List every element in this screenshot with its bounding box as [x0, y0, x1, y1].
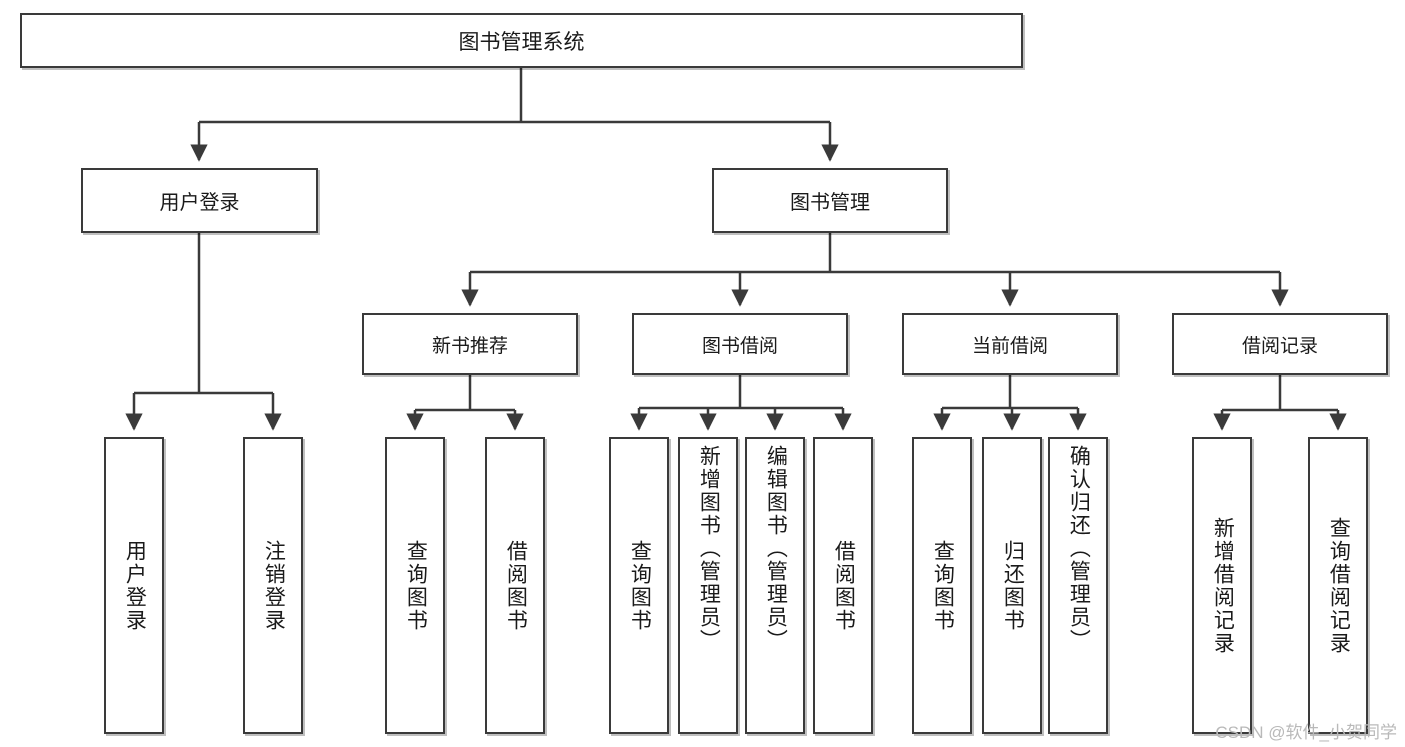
node-borrow-record-label: 借阅记录 [1241, 335, 1318, 357]
leaf-label: 编辑图书（管理员） [764, 445, 788, 652]
leaf-label: 借阅图书 [504, 539, 528, 632]
node-book-borrow[interactable]: 图书借阅 [632, 313, 848, 375]
leaf-label: 查询借阅记录 [1327, 516, 1351, 655]
leaf-node[interactable]: 用户登录 [104, 437, 164, 734]
leaf-label: 新增借阅记录 [1211, 516, 1235, 655]
leaf-node[interactable]: 归还图书 [982, 437, 1042, 734]
leaf-label: 借阅图书 [832, 539, 856, 632]
node-current-borrow-label: 当前借阅 [971, 335, 1048, 357]
node-book-management[interactable]: 图书管理 [712, 168, 948, 233]
leaf-node[interactable]: 借阅图书 [813, 437, 873, 734]
leaf-node[interactable]: 查询图书 [385, 437, 445, 734]
leaf-node[interactable]: 查询图书 [912, 437, 972, 734]
leaf-node[interactable]: 编辑图书（管理员） [745, 437, 805, 734]
leaf-label: 查询图书 [628, 539, 652, 632]
node-root-label: 图书管理系统 [458, 30, 585, 54]
node-current-borrow[interactable]: 当前借阅 [902, 313, 1118, 375]
leaf-node[interactable]: 新增图书（管理员） [678, 437, 738, 734]
leaf-node[interactable]: 查询图书 [609, 437, 669, 734]
node-new-book-recommend[interactable]: 新书推荐 [362, 313, 578, 375]
leaf-node[interactable]: 借阅图书 [485, 437, 545, 734]
node-root[interactable]: 图书管理系统 [20, 13, 1023, 68]
leaf-label: 注销登录 [262, 539, 286, 632]
leaf-node[interactable]: 确认归还（管理员） [1048, 437, 1108, 734]
node-book-borrow-label: 图书借阅 [701, 335, 778, 357]
node-user-login[interactable]: 用户登录 [81, 168, 318, 233]
node-borrow-record[interactable]: 借阅记录 [1172, 313, 1388, 375]
leaf-label: 确认归还（管理员） [1067, 445, 1091, 652]
leaf-label: 用户登录 [123, 539, 147, 632]
leaf-label: 查询图书 [931, 539, 955, 632]
leaf-node[interactable]: 注销登录 [243, 437, 303, 734]
leaf-node[interactable]: 新增借阅记录 [1192, 437, 1252, 734]
node-new-book-recommend-label: 新书推荐 [431, 335, 508, 357]
leaf-label: 查询图书 [404, 539, 428, 632]
leaf-label: 归还图书 [1001, 539, 1025, 632]
node-user-login-label: 用户登录 [159, 192, 240, 214]
node-book-management-label: 图书管理 [790, 192, 870, 214]
leaf-label: 新增图书（管理员） [697, 445, 721, 652]
leaf-node[interactable]: 查询借阅记录 [1308, 437, 1368, 734]
watermark: CSDN @软件_小贺同学 [1215, 723, 1397, 742]
